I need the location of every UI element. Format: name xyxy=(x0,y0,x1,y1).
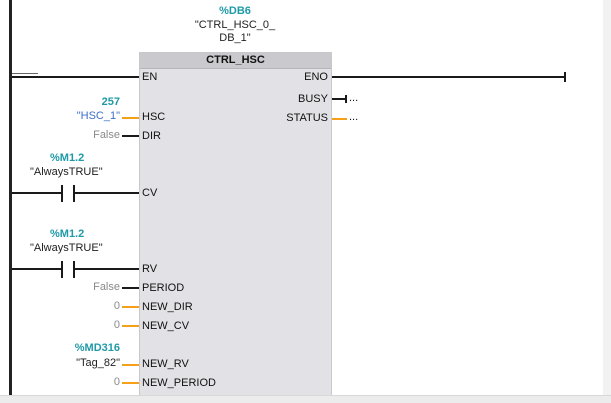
new-dir-wire[interactable] xyxy=(122,306,139,308)
instance-db-name-line1[interactable]: "CTRL_HSC_0_ xyxy=(194,19,276,31)
dir-value[interactable]: False xyxy=(93,129,120,141)
hsc-symbol[interactable]: "HSC_1" xyxy=(76,110,120,122)
pin-period: PERIOD xyxy=(142,282,185,294)
editor-bottom-scroll-area[interactable] xyxy=(0,395,611,403)
pin-new-rv: NEW_RV xyxy=(142,358,189,370)
period-wire[interactable] xyxy=(122,287,139,289)
pin-rv: RV xyxy=(142,263,158,275)
rv-contact-address[interactable]: %M1.2 xyxy=(50,228,85,240)
eno-wire-end xyxy=(564,72,566,82)
editor-right-margin xyxy=(603,0,611,395)
rv-contact-left-bar[interactable] xyxy=(61,261,63,278)
cv-wire-right[interactable] xyxy=(75,192,139,194)
status-operand[interactable]: ... xyxy=(349,111,359,123)
rv-wire-right[interactable] xyxy=(75,268,139,270)
cv-contact-symbol[interactable]: "AlwaysTRUE" xyxy=(30,166,103,178)
pin-cv: CV xyxy=(142,187,158,199)
pin-en: EN xyxy=(142,71,158,83)
eno-wire[interactable] xyxy=(332,76,565,78)
cv-wire-left[interactable] xyxy=(12,192,61,194)
instance-db-address[interactable]: %DB6 xyxy=(219,5,251,17)
busy-wire[interactable] xyxy=(332,98,346,100)
new-cv-wire[interactable] xyxy=(122,325,139,327)
pin-new-period: NEW_PERIOD xyxy=(142,377,216,389)
new-cv-value[interactable]: 0 xyxy=(113,319,120,331)
dir-wire[interactable] xyxy=(122,135,139,137)
busy-operand[interactable]: ... xyxy=(349,92,359,104)
status-wire[interactable] xyxy=(332,118,347,120)
rv-contact-right-bar[interactable] xyxy=(73,261,75,278)
rv-wire-left[interactable] xyxy=(12,268,61,270)
new-rv-wire[interactable] xyxy=(122,364,139,366)
cv-contact-address[interactable]: %M1.2 xyxy=(50,152,85,164)
power-rail xyxy=(9,0,12,396)
pin-new-dir: NEW_DIR xyxy=(142,301,193,313)
pin-eno: ENO xyxy=(304,71,328,83)
hsc-wire[interactable] xyxy=(122,117,139,119)
cv-contact-right-bar[interactable] xyxy=(73,185,75,202)
cv-contact-left-bar[interactable] xyxy=(61,185,63,202)
pin-busy: BUSY xyxy=(298,93,328,105)
block-title: CTRL_HSC xyxy=(140,53,331,69)
hsc-address[interactable]: 257 xyxy=(101,96,120,108)
pin-dir: DIR xyxy=(142,130,161,142)
pin-hsc: HSC xyxy=(142,111,166,123)
instance-db-name-line2: DB_1" xyxy=(219,32,251,44)
new-rv-address[interactable]: %MD316 xyxy=(74,342,120,354)
pin-status: STATUS xyxy=(286,112,328,124)
period-value[interactable]: False xyxy=(93,281,120,293)
ctrl-hsc-block[interactable]: CTRL_HSC xyxy=(139,52,332,397)
new-dir-value[interactable]: 0 xyxy=(113,300,120,312)
rv-contact-symbol[interactable]: "AlwaysTRUE" xyxy=(30,242,103,254)
en-wire[interactable] xyxy=(12,76,139,78)
en-wire-double-line xyxy=(12,73,38,74)
busy-wire-end xyxy=(345,95,347,103)
new-rv-symbol[interactable]: "Tag_82" xyxy=(76,357,120,369)
new-period-wire[interactable] xyxy=(122,382,139,384)
new-period-value[interactable]: 0 xyxy=(113,376,120,388)
pin-new-cv: NEW_CV xyxy=(142,320,190,332)
